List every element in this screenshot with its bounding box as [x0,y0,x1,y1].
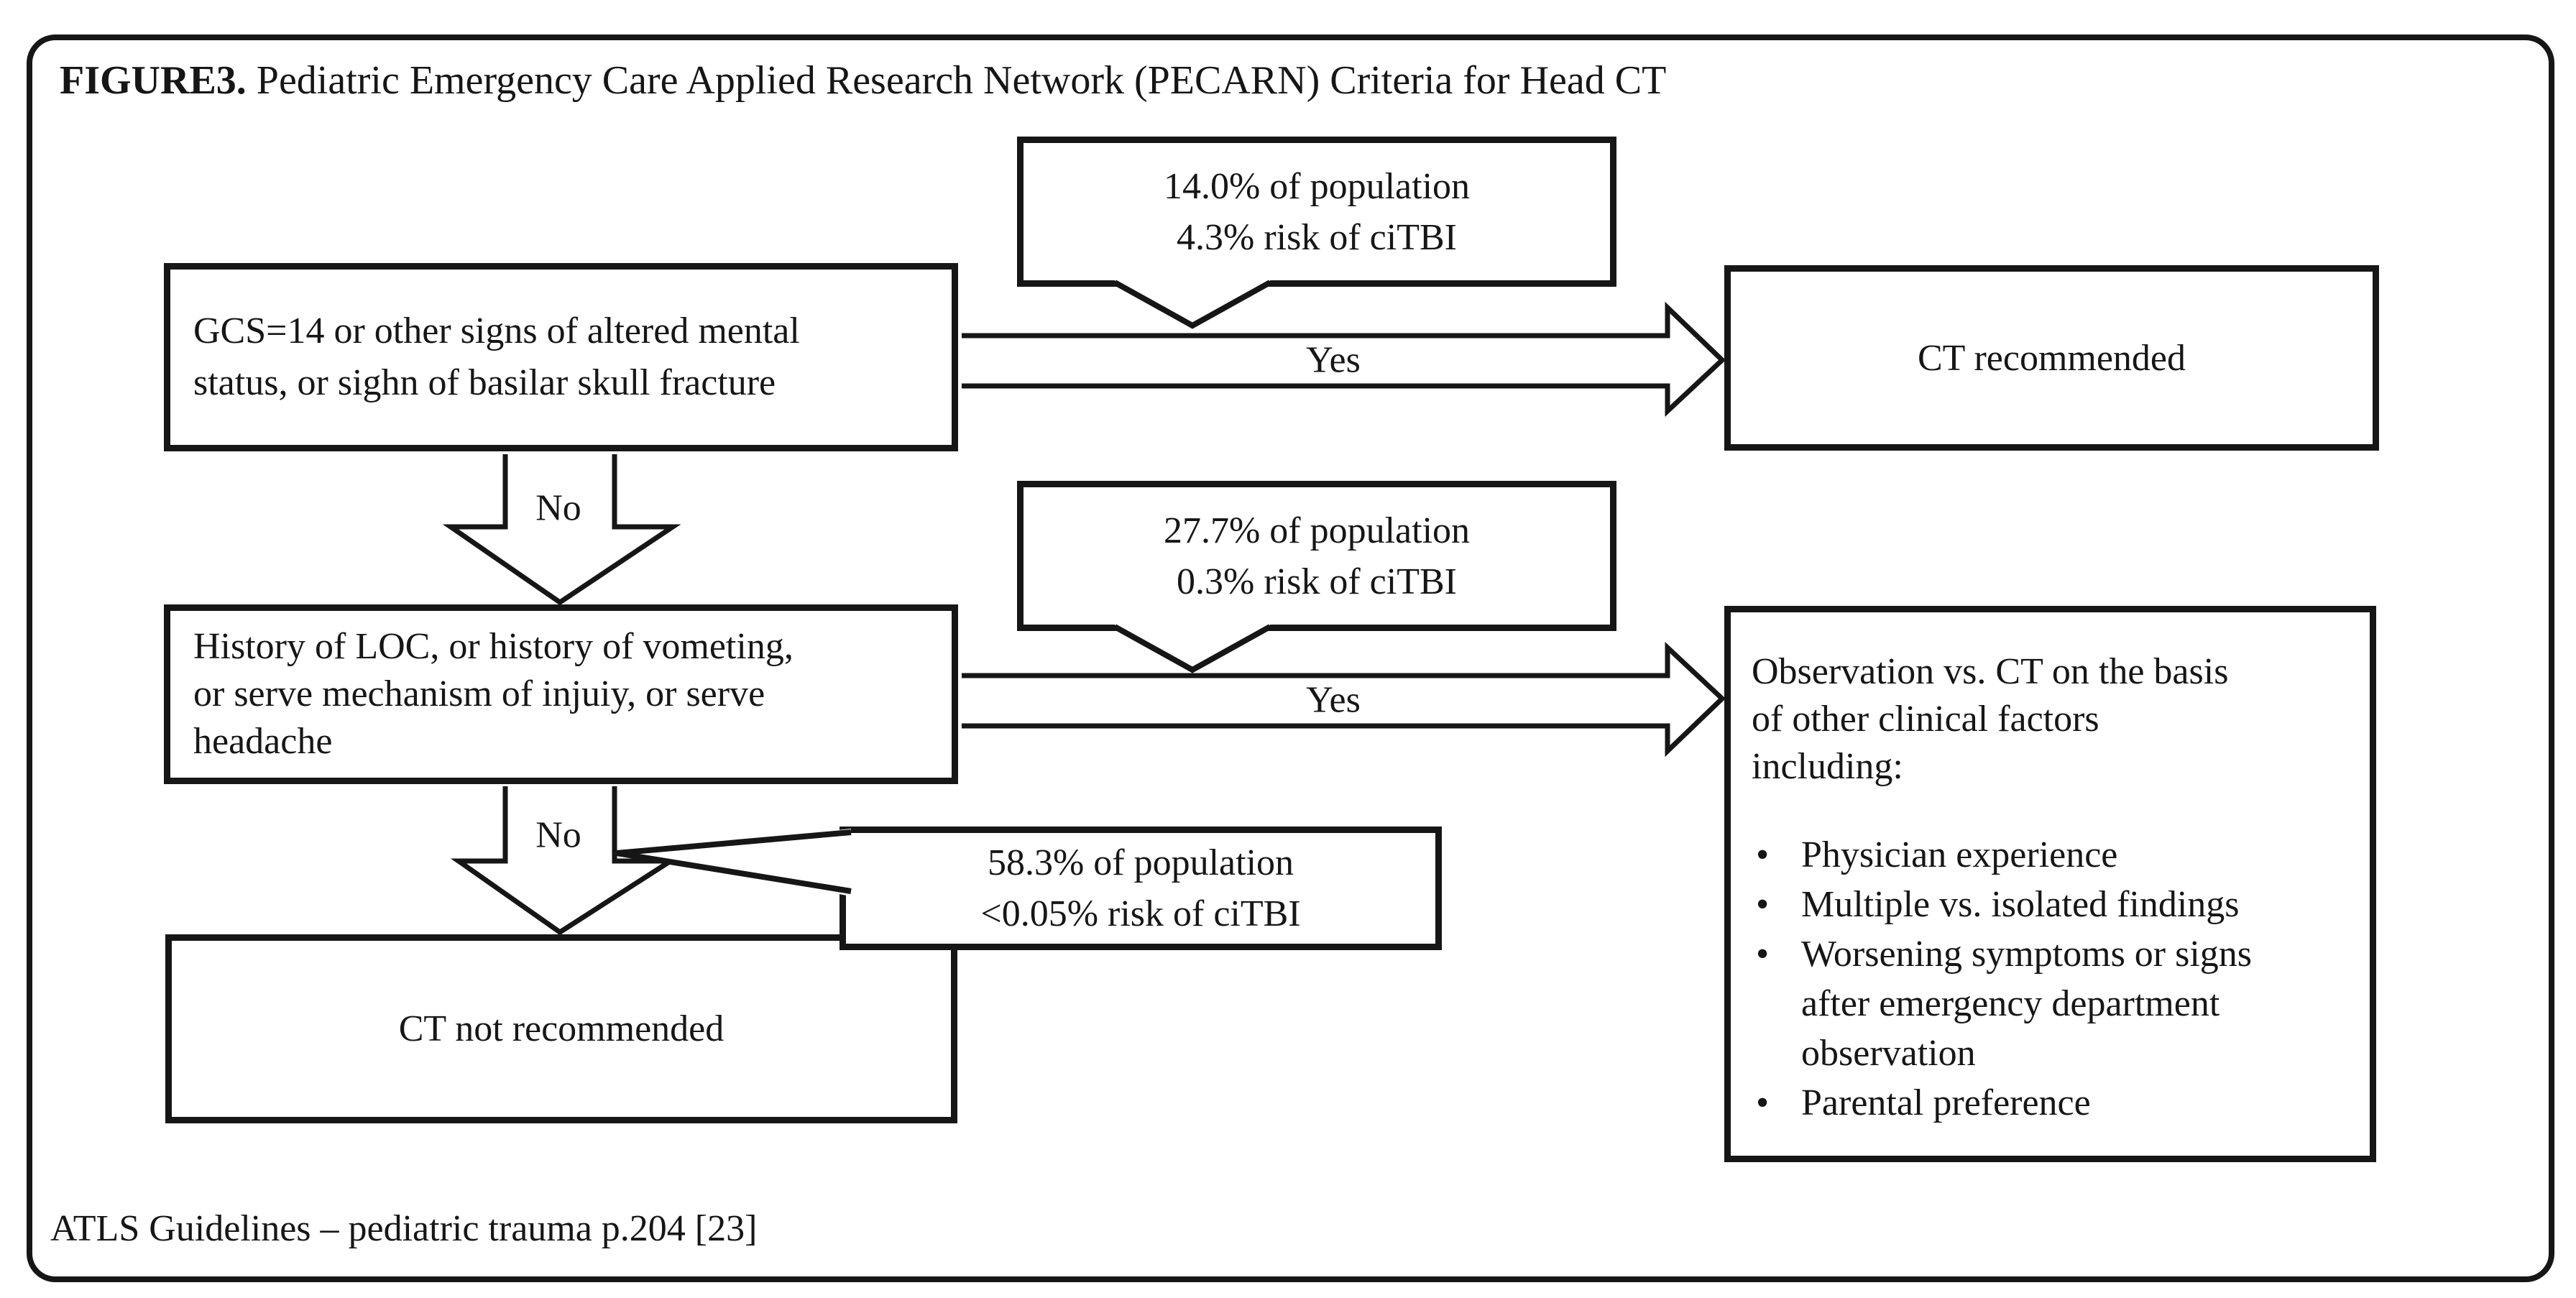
edge-label-yes-1: Yes [1306,339,1361,381]
list-item: Parental preference [1752,1078,2352,1128]
node-line: CT recommended [1917,337,2186,379]
edge-label-no-2: No [535,814,581,856]
node-line: status, or sighn of basilar skull fractu… [193,362,776,403]
list-item: Multiple vs. isolated findings [1752,880,2352,929]
node-line: headache [193,721,333,762]
node-criteria-gcs: GCS=14 or other signs of altered mental … [164,263,958,451]
edge-label-yes-2: Yes [1306,679,1361,721]
list-item-line: Physician experience [1801,834,2118,875]
list-item-line: Worsening symptoms or signs [1801,934,2253,975]
list-item-line: observation [1801,1033,1976,1074]
callout-population-1: 14.0% of population 4.3% risk of ciTBI [1017,137,1616,287]
callout-population-2: 27.7% of population 0.3% risk of ciTBI [1017,481,1616,631]
node-line: CT not recommended [398,1008,724,1049]
node-ct-not-recommended: CT not recommended [165,934,957,1123]
callout-line: 4.3% risk of ciTBI [1177,216,1457,258]
node-line: or serve mechanism of injuiy, or serve [193,673,765,714]
list-item-line: Multiple vs. isolated findings [1801,884,2240,925]
node-line: of other clinical factors [1752,699,2099,740]
callout-population-3: 58.3% of population <0.05% risk of ciTBI [840,827,1442,950]
observation-factors-list: Physician experience Multiple vs. isolat… [1752,830,2352,1128]
node-criteria-history: History of LOC, or history of vometing, … [164,604,958,784]
figure-title-text: Pediatric Emergency Care Applied Researc… [246,58,1667,103]
list-item: Worsening symptoms or signs after emerge… [1752,929,2352,1078]
node-ct-recommended: CT recommended [1724,265,2379,451]
callout-line: <0.05% risk of ciTBI [980,893,1301,934]
callout-line: 27.7% of population [1163,510,1471,551]
figure-title-tag: FIGURE3. [60,58,247,103]
callout-line: 58.3% of population [987,842,1294,883]
figure-source-caption: ATLS Guidelines – pediatric trauma p.204… [50,1208,758,1249]
list-item-line: Parental preference [1801,1082,2091,1123]
callout-line: 0.3% risk of ciTBI [1177,561,1457,602]
edge-label-no-1: No [535,487,581,529]
list-item: Physician experience [1752,830,2352,880]
node-line: History of LOC, or history of vometing, [193,626,794,667]
callout-line: 14.0% of population [1163,165,1471,207]
node-line: including: [1752,746,1903,787]
node-observation-vs-ct: Observation vs. CT on the basis of other… [1724,606,2376,1162]
list-item-line: after emergency department [1801,983,2220,1024]
figure-title: FIGURE3. Pediatric Emergency Care Applie… [60,57,1666,103]
node-line: Observation vs. CT on the basis [1752,651,2229,692]
node-line: GCS=14 or other signs of altered mental [193,310,800,351]
